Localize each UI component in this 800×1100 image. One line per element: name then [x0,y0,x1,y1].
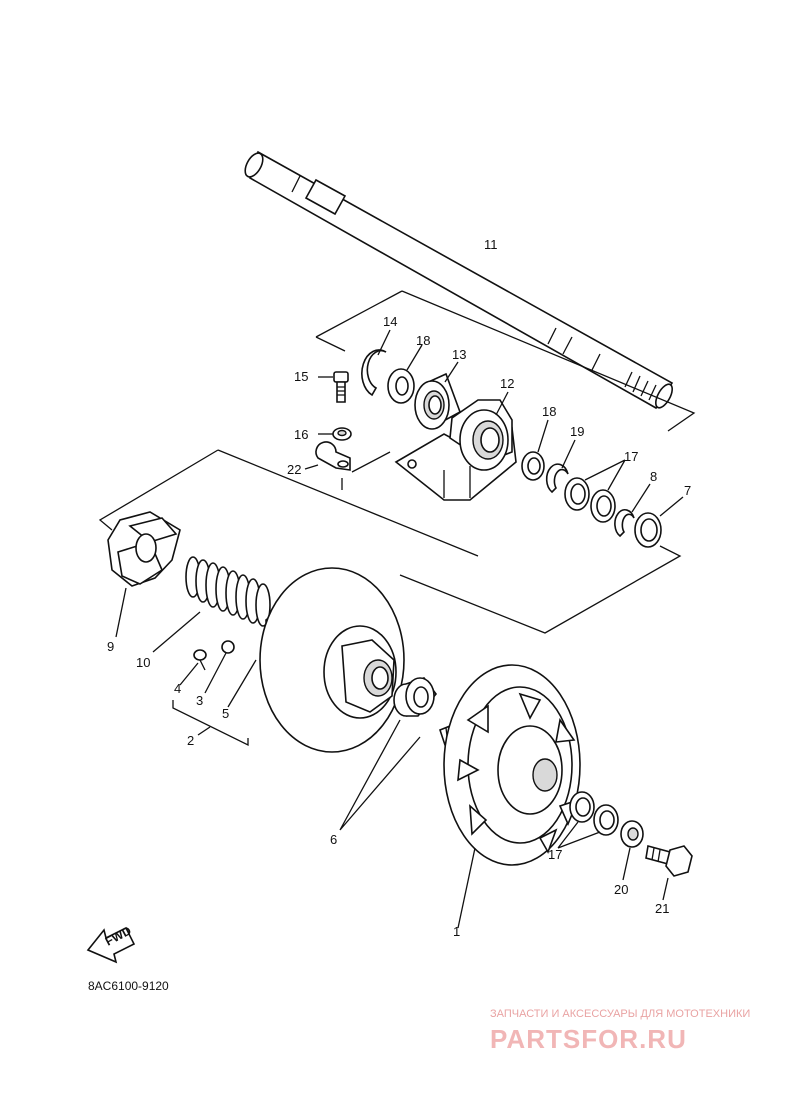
callout-8: 8 [650,469,657,484]
bushing-6 [393,677,438,717]
bearing-13 [414,372,461,430]
callout-13: 13 [452,347,466,362]
callout-20: 20 [614,882,628,897]
callout-21: 21 [655,901,669,916]
callout-18-lower: 18 [542,404,556,419]
screw-4 [193,649,207,671]
weight-3 [221,640,235,654]
callout-19: 19 [570,424,584,439]
watermark-tagline: ЗАПЧАСТИ И АКСЕССУАРЫ ДЛЯ МОТОТЕХНИКИ [490,1008,750,1020]
callout-10: 10 [136,655,150,670]
circlip-19 [545,463,569,494]
callout-3: 3 [196,693,203,708]
callout-6: 6 [330,832,337,847]
clip-22 [315,441,351,471]
movable-sheave [259,567,405,753]
circlip-8 [614,509,635,538]
callout-22: 22 [287,462,301,477]
washer-18-lower [521,451,545,481]
callout-5: 5 [222,706,229,721]
shaft-part [244,150,674,410]
washer-17-lower-a [569,791,595,823]
bearing-group-frame-lower [341,451,391,490]
callout-17-lower: 17 [548,847,562,862]
callout-4: 4 [174,681,181,696]
callout-15: 15 [294,369,308,384]
spring-10 [185,556,271,627]
bolt-15 [333,371,349,403]
callout-9: 9 [107,639,114,654]
watermark-logo: PARTSFOR.RU [490,1024,687,1054]
fwd-arrow-icon: FWD [86,923,136,964]
washer-17-lower-b [593,804,619,836]
bearing-group-frame [315,290,696,432]
diagram-code: 8AC6100-9120 [88,979,169,993]
callout-11: 11 [484,237,498,252]
callout-1: 1 [453,924,460,939]
callout-16: 16 [294,427,308,442]
bolt-21 [645,844,693,877]
washer-17-right-b [590,489,616,523]
washer-18-upper [387,368,415,404]
sheave-group-frame [98,449,682,634]
callout-2: 2 [187,733,194,748]
circlip-14 [361,349,387,397]
washer-20 [620,820,644,848]
callout-17-upper: 17 [624,449,638,464]
nut-16 [332,427,352,441]
fixed-sheave-1 [439,664,581,866]
callout-18-upper: 18 [416,333,430,348]
callout-12: 12 [500,376,514,391]
washer-7 [634,512,662,548]
cam-9 [107,511,181,587]
washer-17-right-a [564,477,590,511]
callout-14: 14 [383,314,397,329]
bearing-housing-12 [394,399,517,501]
callout-7: 7 [684,483,691,498]
